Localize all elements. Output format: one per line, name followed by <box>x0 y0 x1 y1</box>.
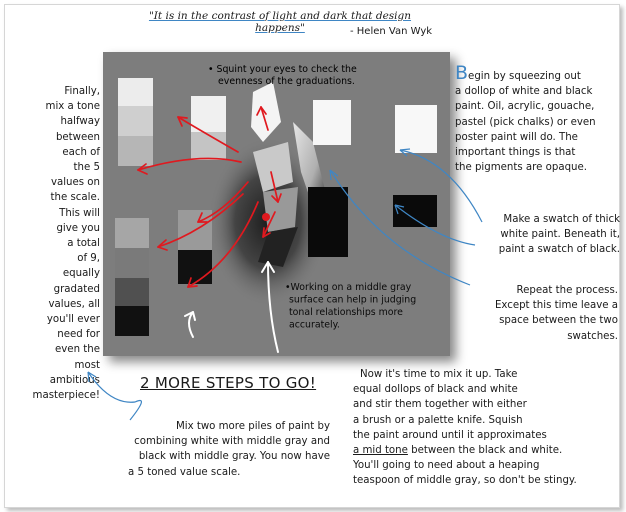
mix-up-paragraph: Now it's time to mix it up. Take equal d… <box>353 369 577 487</box>
illustration-panel: • Squint your eyes to check the evenness… <box>103 52 450 356</box>
panel-note-gray-surface: •Working on a middle gray surface can he… <box>285 282 419 331</box>
quote-text: "It is in the contrast of light and dark… <box>148 10 412 34</box>
steps-heading: 2 MORE STEPS TO GO! <box>140 374 317 392</box>
quote-author: - Helen Van Wyk <box>350 26 433 37</box>
black-swatch-right <box>393 195 437 227</box>
mix-piles-note: Mix two more piles of paint by combining… <box>128 421 330 478</box>
value-swatches-column-1 <box>118 78 153 166</box>
value-swatches-column-2 <box>191 96 226 160</box>
drop-cap: B <box>455 62 469 84</box>
red-arrows <box>137 106 282 288</box>
white-arrows <box>184 261 279 353</box>
swatch-note: Make a swatch of thick white paint. Bene… <box>498 214 620 256</box>
red-dot <box>262 213 270 221</box>
value-scale-illustration: • Squint your eyes to check the evenness… <box>115 64 437 353</box>
quote: "It is in the contrast of light and dark… <box>130 10 430 34</box>
mid-tone-term: a mid tone <box>353 445 408 457</box>
white-swatch-right <box>395 105 437 153</box>
panel-note-squint: • Squint your eyes to check the evenness… <box>208 64 360 87</box>
mixing-pile <box>251 82 298 267</box>
black-swatch-middle <box>308 187 348 257</box>
value-swatches-column-4 <box>178 210 212 284</box>
intro-paragraph: Begin by squeezing out a dollop of white… <box>455 62 596 174</box>
value-swatches-column-3 <box>115 218 149 336</box>
repeat-note: Repeat the process. Except this time lea… <box>494 285 618 342</box>
white-swatch-upper <box>313 100 351 145</box>
